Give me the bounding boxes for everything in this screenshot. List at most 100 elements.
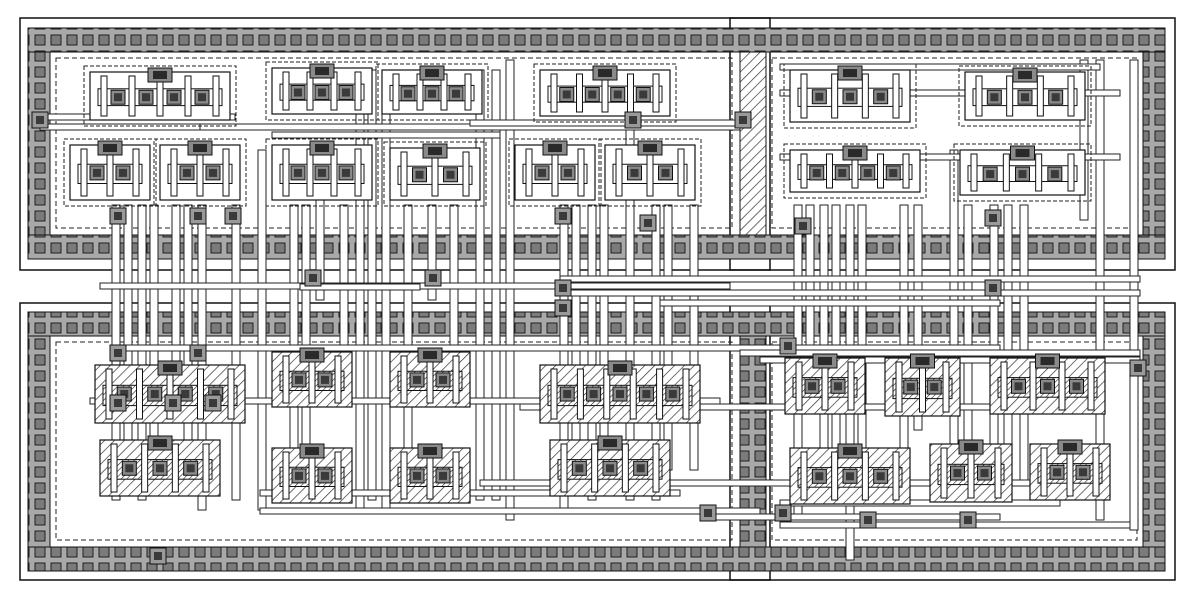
metal-track-horizontal [299, 283, 421, 291]
transistor-cell [884, 353, 961, 417]
metal-track-vertical [689, 204, 699, 471]
metal-track-vertical [663, 204, 673, 471]
metal-track-horizontal [779, 63, 1101, 71]
rail-mid-top [739, 51, 767, 236]
metal-track-horizontal [559, 289, 1141, 297]
transistor-cell [94, 360, 246, 424]
transistor-cell [265, 61, 379, 121]
metal-track-horizontal [779, 521, 1131, 529]
metal-track-horizontal [739, 349, 1141, 357]
contact-via [779, 337, 797, 355]
metal-track-horizontal [659, 299, 1001, 307]
transistor-cell [375, 63, 489, 121]
contact-via [859, 511, 877, 529]
metal-track-vertical [599, 204, 609, 471]
metal-track-vertical [899, 204, 909, 471]
transistor-cell [783, 63, 917, 129]
contact-via [774, 504, 792, 522]
transistor-cell [539, 360, 701, 424]
metal-track-horizontal [699, 513, 1001, 521]
transistor-cell [783, 143, 927, 199]
contact-via [554, 279, 572, 297]
metal-track-vertical [257, 149, 267, 511]
contact-via [554, 299, 572, 317]
metal-track-vertical [1003, 204, 1013, 471]
metal-track-vertical [505, 59, 515, 521]
contact-via [959, 511, 977, 529]
metal-track-vertical [137, 204, 147, 501]
transistor-cell [265, 138, 379, 207]
metal-track-vertical [1019, 204, 1029, 481]
contact-via [109, 207, 127, 225]
transistor-cell [1029, 439, 1111, 501]
metal-track-vertical [427, 204, 437, 301]
contact-via [794, 217, 812, 235]
transistor-cell [929, 439, 1013, 503]
transistor-cell [63, 138, 157, 207]
metal-track-vertical [231, 204, 241, 501]
contact-via [984, 279, 1002, 297]
metal-track-horizontal [779, 153, 1121, 161]
contact-via [639, 214, 657, 232]
rail-left-bottom [27, 335, 51, 548]
metal-track-horizontal [259, 507, 761, 515]
contact-via [109, 394, 127, 412]
transistor-cell [508, 138, 602, 207]
transistor-cell [989, 353, 1106, 415]
transistor-cell [389, 443, 471, 504]
contact-via [149, 547, 167, 565]
rail-bottom-lower [27, 546, 1166, 572]
contact-via [1129, 359, 1147, 377]
transistor-cell [99, 435, 221, 497]
contact-via [734, 111, 752, 129]
block-top-left [19, 17, 771, 271]
contact-via [189, 344, 207, 362]
transistor-cell [533, 63, 677, 123]
transistor-cell [953, 143, 1092, 202]
contact-via [109, 344, 127, 362]
transistor-cell [598, 138, 702, 207]
transistor-cell [549, 435, 671, 497]
metal-track-horizontal [779, 89, 1121, 97]
contact-vias [31, 111, 1147, 565]
metal-track-vertical [571, 204, 581, 471]
contact-via [224, 207, 242, 225]
metal-track-horizontal [559, 275, 1141, 283]
rail-right-bottom [1142, 335, 1166, 548]
transistor-cell [789, 443, 911, 505]
metal-track-vertical [651, 204, 661, 501]
transistor-cell [271, 443, 353, 504]
transistor-cell [153, 138, 247, 207]
metal-track-vertical [831, 204, 841, 471]
contact-via [554, 207, 572, 225]
contact-via [304, 269, 322, 287]
rail-left-top [27, 51, 51, 236]
contact-via [699, 504, 717, 522]
rail-top-upper [27, 27, 1166, 53]
transistor-cell [784, 353, 866, 415]
metal-track-horizontal [779, 499, 1061, 507]
metal-track-vertical [149, 204, 159, 471]
contact-via [984, 209, 1002, 227]
transistor-cell [389, 347, 471, 408]
metal-track-horizontal [271, 131, 501, 139]
metal-track-horizontal [469, 119, 741, 127]
contact-via [189, 207, 207, 225]
metal-track-vertical [913, 204, 923, 431]
transistor-cell [383, 141, 487, 207]
transistor-cells [63, 61, 1111, 505]
block-bottom-left [19, 302, 771, 581]
contact-via [624, 111, 642, 129]
metal-track-vertical [1079, 59, 1089, 221]
rail-right-top [1142, 51, 1166, 236]
transistor-cell [83, 65, 237, 127]
metal-track-vertical [587, 204, 597, 501]
metal-track-vertical [301, 204, 311, 471]
contact-via [424, 269, 442, 287]
contact-via [31, 111, 49, 129]
transistor-cell [958, 65, 1092, 127]
transistor-cell [271, 347, 353, 408]
contact-via [164, 394, 182, 412]
contact-via [204, 394, 222, 412]
